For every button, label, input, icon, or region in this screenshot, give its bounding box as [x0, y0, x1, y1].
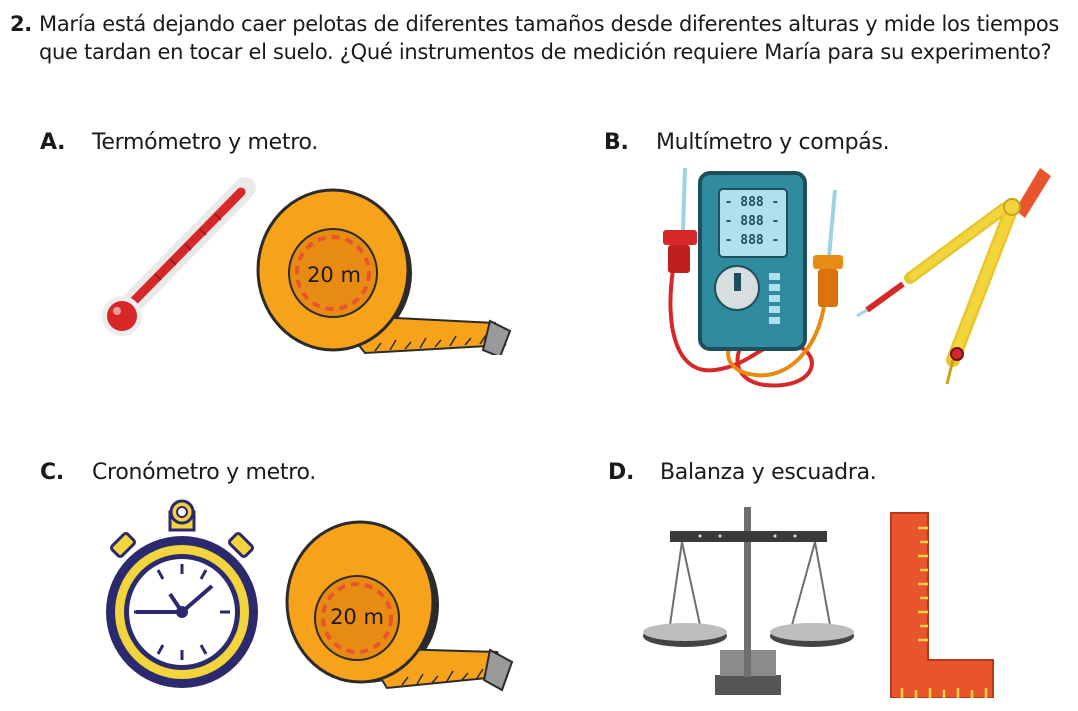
option-text: Cronómetro y metro. — [92, 460, 316, 485]
thermometer-icon — [102, 177, 256, 336]
option-text: Termómetro y metro. — [92, 130, 318, 155]
option-text: Balanza y escuadra. — [660, 460, 877, 485]
balance-scale-icon — [643, 507, 854, 695]
multimeter-icon — [663, 167, 843, 388]
display-line: - 888 - — [724, 214, 780, 229]
option-a[interactable]: A. Termómetro y metro. — [40, 130, 318, 155]
measuring-tape-icon — [285, 520, 514, 692]
stopwatch-icon — [106, 499, 258, 688]
option-b[interactable]: B. Multímetro y compás. — [604, 130, 890, 155]
measuring-tape-icon — [256, 188, 512, 355]
multimeter-display: - 888 - - 888 - - 888 - — [722, 193, 782, 250]
square-ruler-icon — [890, 512, 994, 698]
display-line: - 888 - — [724, 195, 780, 210]
tape-label: 20 m — [307, 263, 361, 287]
option-c[interactable]: C. Cronómetro y metro. — [40, 460, 316, 485]
tape-label: 20 m — [330, 605, 384, 629]
display-line: - 888 - — [724, 233, 780, 248]
question-text: María está dejando caer pelotas de difer… — [39, 12, 1060, 64]
question-number: 2. — [10, 12, 32, 36]
option-letter: D. — [608, 460, 635, 485]
compass-icon — [856, 168, 1051, 385]
option-letter: A. — [40, 130, 66, 155]
option-d[interactable]: D. Balanza y escuadra. — [608, 460, 877, 485]
option-letter: B. — [604, 130, 629, 155]
question: 2. María está dejando caer pelotas de di… — [10, 10, 1070, 66]
option-letter: C. — [40, 460, 64, 485]
option-text: Multímetro y compás. — [656, 130, 890, 155]
